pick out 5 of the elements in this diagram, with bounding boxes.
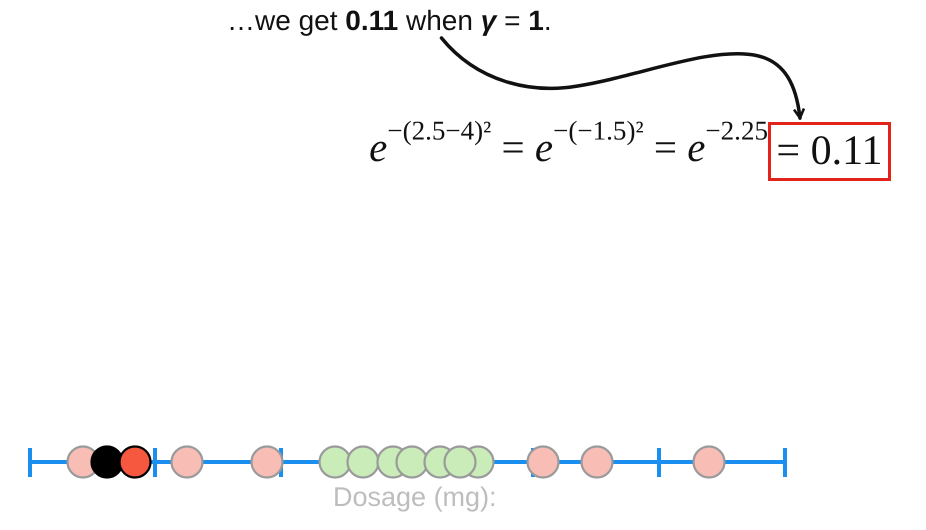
axis-label: Dosage (mg): — [333, 482, 497, 513]
curved-arrow — [440, 36, 806, 120]
result-box: = 0.11 — [768, 122, 891, 181]
equation: e$^{−(2.5−4)²}$ = e$^{−(−1.5)²}$ = e$^{−2.25}$ — [369, 116, 768, 172]
annotation-text: …we get 0.11 when γ = 1. — [227, 5, 552, 37]
